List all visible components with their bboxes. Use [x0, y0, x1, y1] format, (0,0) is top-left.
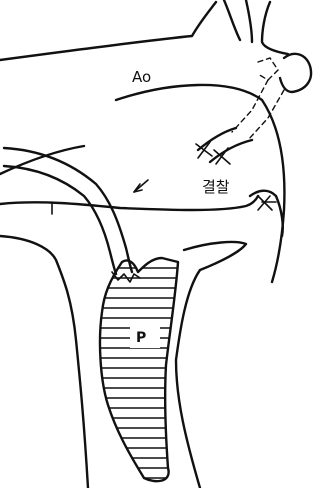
ductus-course-upper: [258, 58, 278, 80]
ductus-tube-upper: [198, 128, 236, 150]
ligation-label: 결찰: [202, 178, 230, 196]
aortic-branch-vessel-2: [262, 2, 288, 54]
catheter-upper-edge: [4, 148, 132, 272]
pulmonary-label: P: [136, 330, 146, 346]
upper-left-curve: [0, 146, 84, 174]
right-outer-wall: [176, 242, 246, 488]
ductus-course-lower-2: [248, 90, 284, 140]
aortic-arch-outer-wall: [0, 2, 216, 60]
aortic-arch-inner-wall: [116, 85, 284, 282]
aorta-label: Ao: [132, 68, 151, 86]
lower-vessel-stump: [250, 191, 283, 236]
aortic-branch-vessel-1: [224, 0, 252, 42]
ligature-marks-lower: [258, 196, 276, 210]
left-atrial-contour: [0, 196, 258, 210]
ductus-stump: [280, 54, 311, 92]
left-outer-wall: [0, 236, 88, 488]
catheter-lower-edge: [4, 166, 116, 274]
